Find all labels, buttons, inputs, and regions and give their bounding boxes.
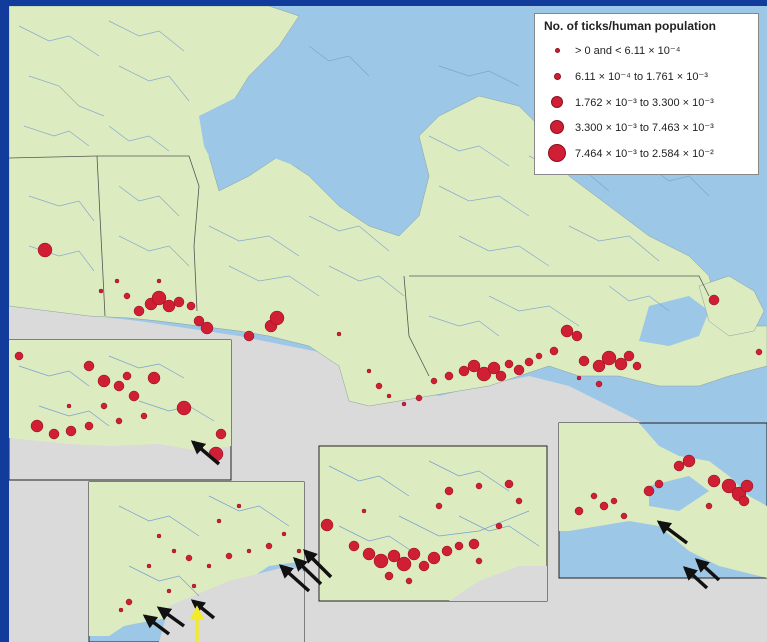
province-borders — [9, 155, 710, 377]
inset-southern-ontario — [88, 481, 305, 642]
hudson-bay — [199, 91, 409, 206]
legend-item: 7.464 × 10⁻³ to 2.584 × 10⁻² — [535, 144, 760, 164]
inset-southern-quebec — [318, 445, 548, 602]
newfoundland — [698, 275, 765, 337]
legend-item-label: 1.762 × 10⁻³ to 3.300 × 10⁻³ — [575, 97, 714, 109]
inset-manitoba — [9, 339, 232, 481]
legend-item-label: 7.464 × 10⁻³ to 2.584 × 10⁻² — [575, 148, 714, 160]
legend-item: 3.300 × 10⁻³ to 7.463 × 10⁻³ — [535, 118, 760, 138]
river-network — [18, 20, 710, 337]
marker-size-5-icon — [548, 144, 566, 162]
map-legend: No. of ticks/human population > 0 and < … — [534, 13, 759, 175]
legend-item: 6.11 × 10⁻⁴ to 1.761 × 10⁻³ — [535, 67, 760, 87]
legend-item-label: 3.300 × 10⁻³ to 7.463 × 10⁻³ — [575, 122, 714, 134]
legend-item-label: 6.11 × 10⁻⁴ to 1.761 × 10⁻³ — [575, 71, 708, 83]
marker-size-3-icon — [551, 96, 563, 108]
inset-maritimes — [558, 422, 767, 579]
legend-item-label: > 0 and < 6.11 × 10⁻⁴ — [575, 45, 681, 57]
marker-size-2-icon — [554, 73, 561, 80]
marker-size-4-icon — [550, 120, 564, 134]
legend-title: No. of ticks/human population — [544, 19, 716, 33]
main-map-markers — [37, 242, 763, 407]
gulf-st-lawrence — [639, 296, 709, 346]
legend-item: > 0 and < 6.11 × 10⁻⁴ — [535, 41, 760, 61]
legend-item: 1.762 × 10⁻³ to 3.300 × 10⁻³ — [535, 93, 760, 113]
marker-size-1-icon — [555, 48, 560, 53]
